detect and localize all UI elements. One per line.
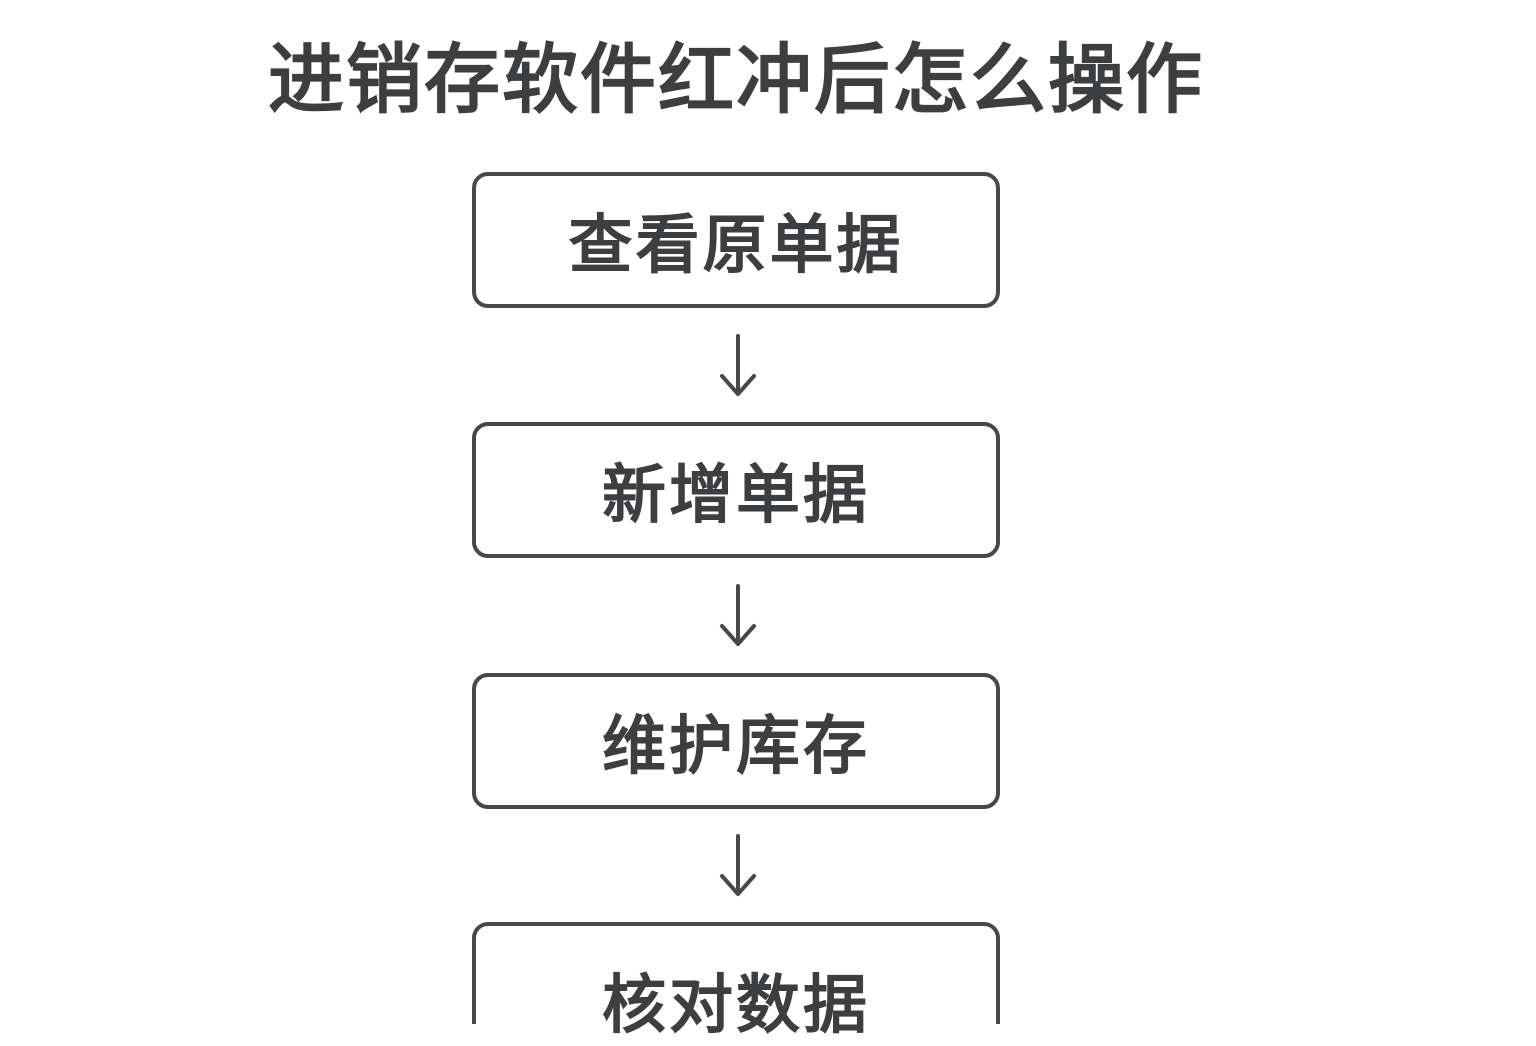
flow-step-4: 核对数据 xyxy=(472,922,1000,1043)
flow-step-3: 维护库存 xyxy=(472,673,1000,809)
flow-step-1: 查看原单据 xyxy=(472,172,1000,308)
arrow-down-icon xyxy=(720,334,756,396)
flow-step-3-label: 维护库存 xyxy=(602,710,870,784)
flow-step-4-label: 核对数据 xyxy=(602,969,870,1043)
flow-step-1-label: 查看原单据 xyxy=(568,209,904,283)
flow-step-2: 新增单据 xyxy=(472,422,1000,558)
arrow-down-icon xyxy=(720,834,756,896)
diagram-title: 进销存软件红冲后怎么操作 xyxy=(268,35,1204,124)
arrow-down-icon xyxy=(720,584,756,646)
flow-step-2-label: 新增单据 xyxy=(602,459,870,533)
